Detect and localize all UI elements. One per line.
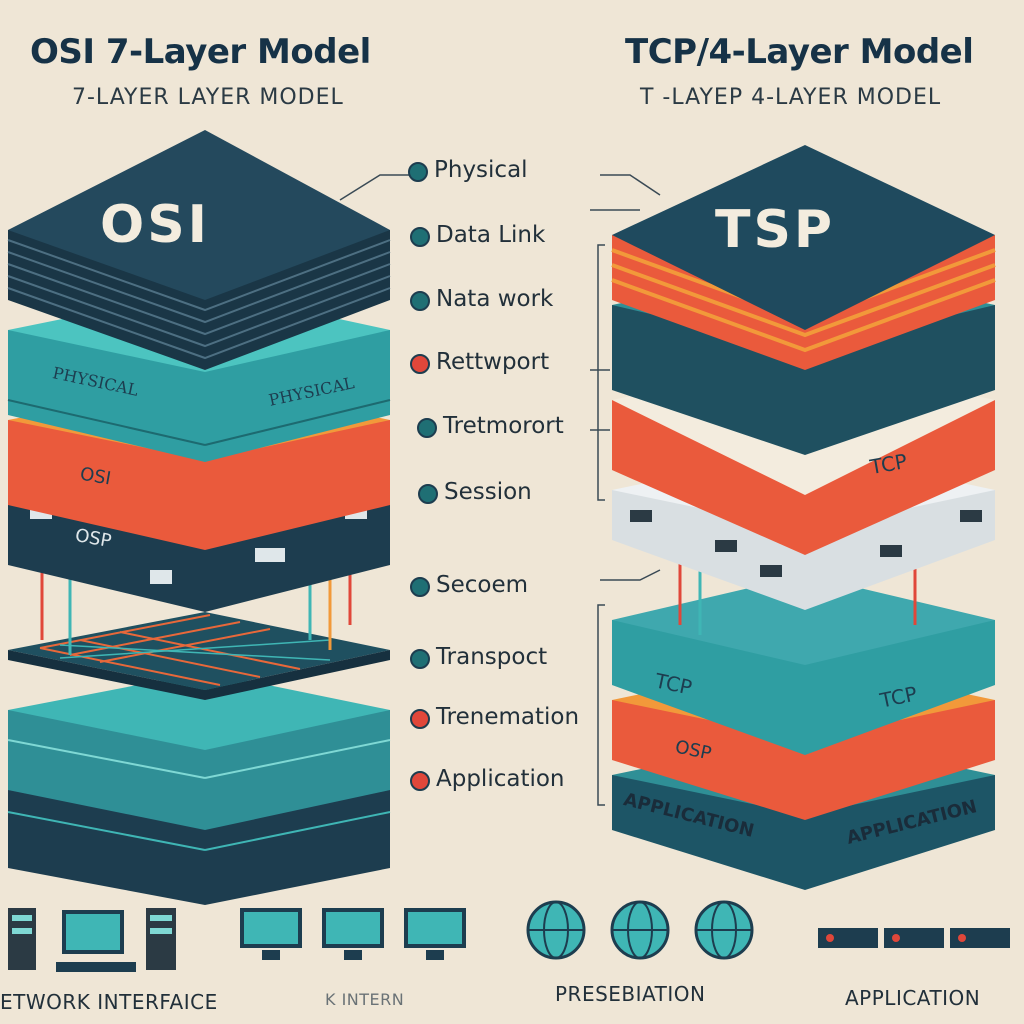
layer-label: Tretmorort	[443, 413, 564, 439]
monitor-icon-1	[240, 908, 302, 960]
connector-lines	[339, 174, 661, 581]
tcp-subtitle: T -LAYEP 4-LAYER MODEL	[640, 85, 942, 110]
layer-label: Transpoct	[436, 644, 548, 670]
layer-label-dot	[410, 227, 430, 247]
monitor-icon-2	[322, 908, 384, 960]
layer-label: Trenemation	[436, 704, 580, 730]
layer-label: Rettwport	[436, 349, 550, 375]
tcp-slab-4	[612, 575, 995, 755]
network-interface-label: ETWORK INTERFAICE	[0, 990, 218, 1014]
tcp-top-label: TSP	[715, 200, 836, 260]
osi-slab-1	[7, 130, 391, 370]
osi-top-label: OSI	[100, 195, 211, 255]
layer-label: Session	[444, 479, 532, 505]
globe-icon-2	[610, 900, 670, 960]
layer-label: Application	[436, 766, 565, 792]
application-label: APPLICATION	[845, 986, 981, 1010]
globe-icon-3	[694, 900, 754, 960]
layer-label-dot	[410, 709, 430, 729]
layer-label-dot	[408, 162, 428, 182]
layer-label-dot	[410, 354, 430, 374]
tcp-slab-1	[611, 145, 996, 370]
layer-label: Physical	[434, 157, 528, 183]
internet-label: K INTERN	[325, 990, 405, 1009]
globe-icon-1	[526, 900, 586, 960]
layer-label-dot	[410, 649, 430, 669]
bottom-icons	[8, 900, 1010, 972]
osi-slab-6	[7, 672, 391, 830]
layer-label-dot	[417, 418, 437, 438]
network-switch-icon	[818, 928, 1010, 948]
layer-label-dot	[410, 577, 430, 597]
tcp-bracket-top	[597, 244, 605, 501]
layer-label-dot	[410, 771, 430, 791]
layer-label: Secoem	[436, 572, 529, 598]
osi-slab-5	[8, 612, 390, 700]
monitor-icon-3	[404, 908, 466, 960]
osi-stack	[7, 130, 391, 905]
server-tower-icon	[8, 908, 36, 970]
tcp-wires	[678, 560, 917, 635]
layer-label: Nata work	[436, 286, 554, 312]
desktop-computer-icon	[56, 910, 136, 972]
tcp-bracket-bottom	[597, 604, 605, 806]
layer-label-dots	[408, 162, 438, 791]
tcp-title: TCP/4-Layer Model	[625, 32, 974, 72]
presentation-label: PRESEBIATION	[555, 982, 706, 1006]
layer-label: Data Link	[436, 222, 546, 248]
osi-subtitle: 7-LAYER LAYER MODEL	[72, 85, 344, 110]
osi-title: OSI 7-Layer Model	[30, 32, 371, 72]
tcp-stack	[611, 145, 996, 890]
layer-label-dot	[418, 484, 438, 504]
server-tower-icon-2	[146, 908, 176, 970]
layer-label-dot	[410, 291, 430, 311]
